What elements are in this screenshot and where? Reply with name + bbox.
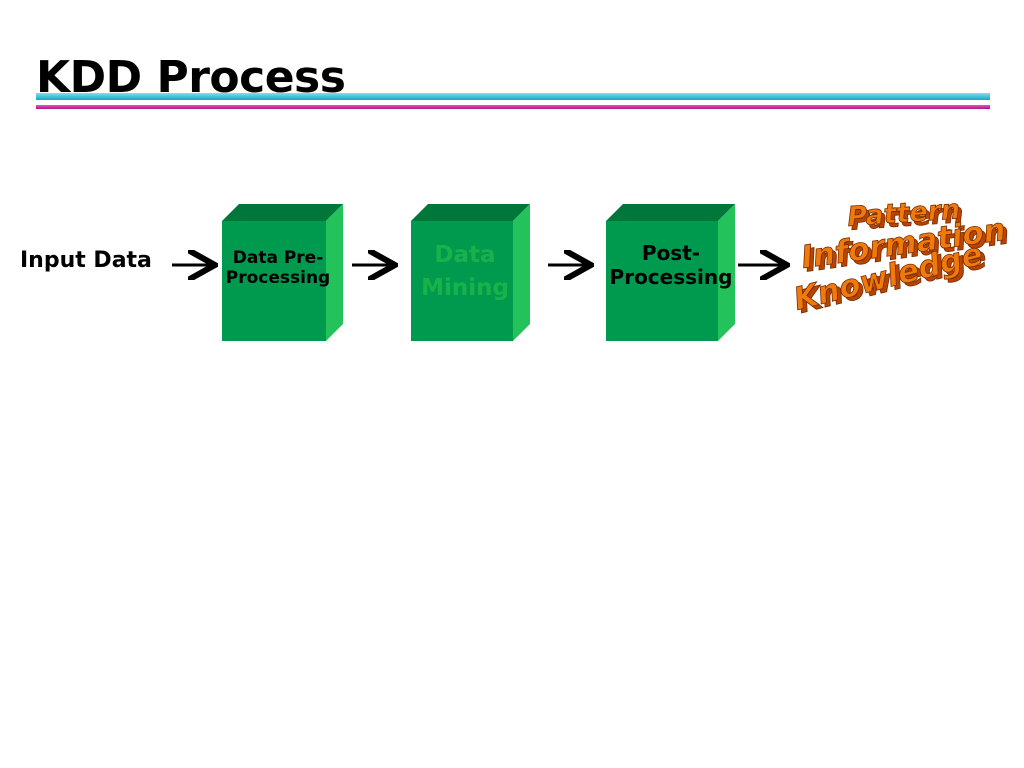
preprocessing-label: Data Pre- Processing bbox=[225, 248, 331, 289]
title-underline-pink bbox=[36, 105, 990, 109]
input-data-label: Input Data bbox=[20, 248, 152, 273]
data-mining-box bbox=[411, 204, 530, 341]
title-underline-cyan bbox=[36, 93, 990, 100]
post-processing-label: Post- Processing bbox=[609, 241, 733, 289]
outcome-pattern: Pattern bbox=[846, 194, 961, 233]
outcome-wordart: Pattern Pattern Information Information … bbox=[790, 194, 1012, 322]
post-processing-box bbox=[606, 204, 735, 341]
preprocessing-box bbox=[222, 204, 343, 341]
data-mining-label: Data Mining bbox=[421, 242, 509, 301]
